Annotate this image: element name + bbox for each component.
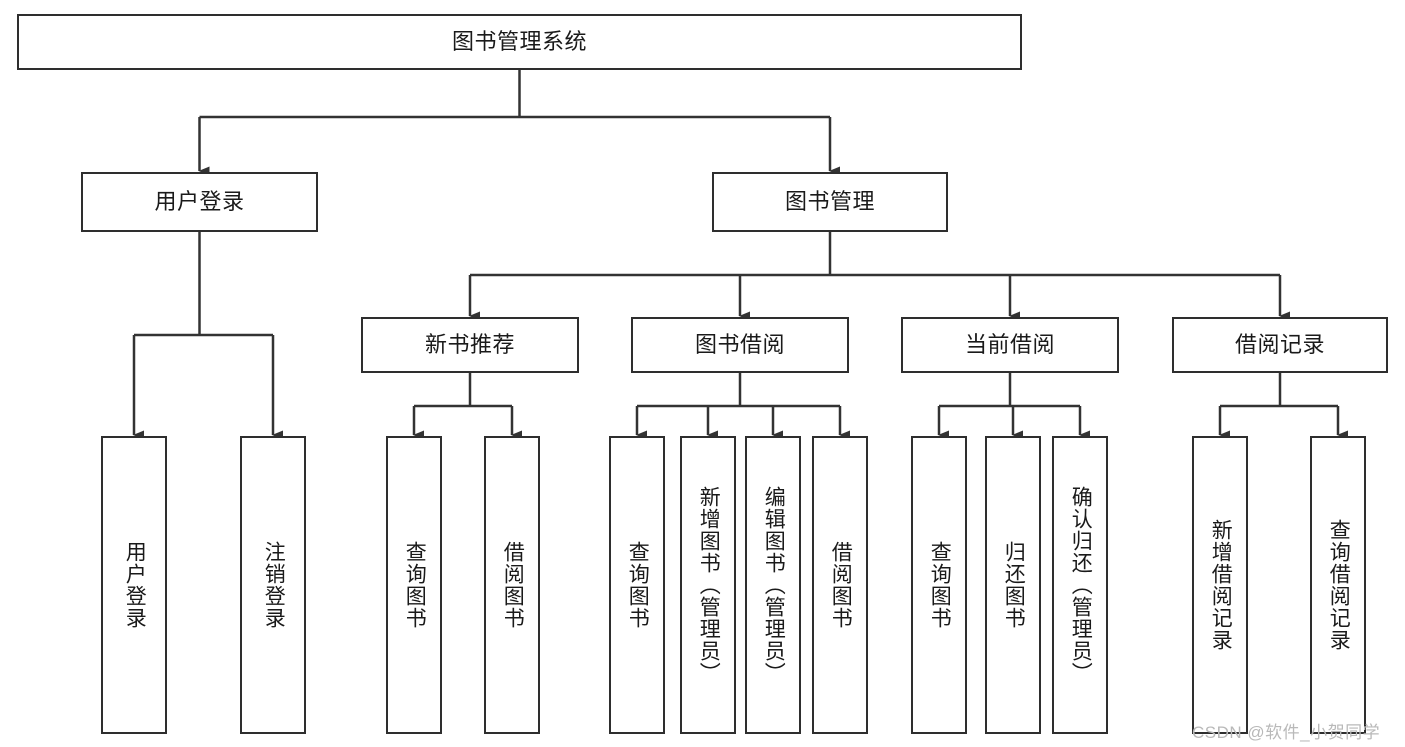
node-label: 用户登录 <box>123 541 147 629</box>
node-leaf-query-book-1[interactable]: 查询图书 <box>386 436 442 734</box>
node-leaf-logout[interactable]: 注销登录 <box>240 436 306 734</box>
node-leaf-query-record[interactable]: 查询借阅记录 <box>1310 436 1366 734</box>
node-book-borrow[interactable]: 图书借阅 <box>631 317 849 373</box>
node-label: 当前借阅 <box>964 331 1055 357</box>
node-leaf-user-login[interactable]: 用户登录 <box>101 436 167 734</box>
node-label: 归还图书 <box>1002 541 1026 629</box>
edge-group <box>132 70 1348 440</box>
node-label: 图书管理系统 <box>451 28 587 54</box>
node-leaf-edit-book[interactable]: 编辑图书（管理员） <box>745 436 801 734</box>
csdn-watermark: CSDN @软件_小贺同学 <box>1192 723 1381 742</box>
node-leaf-query-book-3[interactable]: 查询图书 <box>911 436 967 734</box>
node-current-borrow[interactable]: 当前借阅 <box>901 317 1119 373</box>
node-label: 查询图书 <box>928 541 952 629</box>
node-book-manage[interactable]: 图书管理 <box>712 172 948 232</box>
node-leaf-query-book-2[interactable]: 查询图书 <box>609 436 665 734</box>
node-label: 确认归还（管理员） <box>1069 486 1093 684</box>
node-label: 新增图书（管理员） <box>697 486 721 684</box>
node-label: 借阅记录 <box>1234 331 1325 357</box>
node-label: 图书管理 <box>784 188 875 214</box>
node-label: 借阅图书 <box>829 541 853 629</box>
node-label: 新书推荐 <box>424 331 515 357</box>
node-label: 查询图书 <box>626 541 650 629</box>
node-leaf-return-book[interactable]: 归还图书 <box>985 436 1041 734</box>
node-label: 注销登录 <box>262 541 286 629</box>
node-leaf-borrow-book-2[interactable]: 借阅图书 <box>812 436 868 734</box>
node-label: 图书借阅 <box>694 331 785 357</box>
node-leaf-add-book[interactable]: 新增图书（管理员） <box>680 436 736 734</box>
node-label: 新增借阅记录 <box>1209 519 1233 651</box>
node-user-login[interactable]: 用户登录 <box>81 172 318 232</box>
node-label: 用户登录 <box>154 188 245 214</box>
node-leaf-add-record[interactable]: 新增借阅记录 <box>1192 436 1248 734</box>
node-borrow-record[interactable]: 借阅记录 <box>1172 317 1388 373</box>
node-leaf-confirm-return[interactable]: 确认归还（管理员） <box>1052 436 1108 734</box>
node-leaf-borrow-book-1[interactable]: 借阅图书 <box>484 436 540 734</box>
node-label: 查询图书 <box>403 541 427 629</box>
node-label: 查询借阅记录 <box>1327 519 1351 651</box>
node-label: 编辑图书（管理员） <box>762 486 786 684</box>
node-new-book-rec[interactable]: 新书推荐 <box>361 317 579 373</box>
node-label: 借阅图书 <box>501 541 525 629</box>
node-root[interactable]: 图书管理系统 <box>17 14 1022 70</box>
